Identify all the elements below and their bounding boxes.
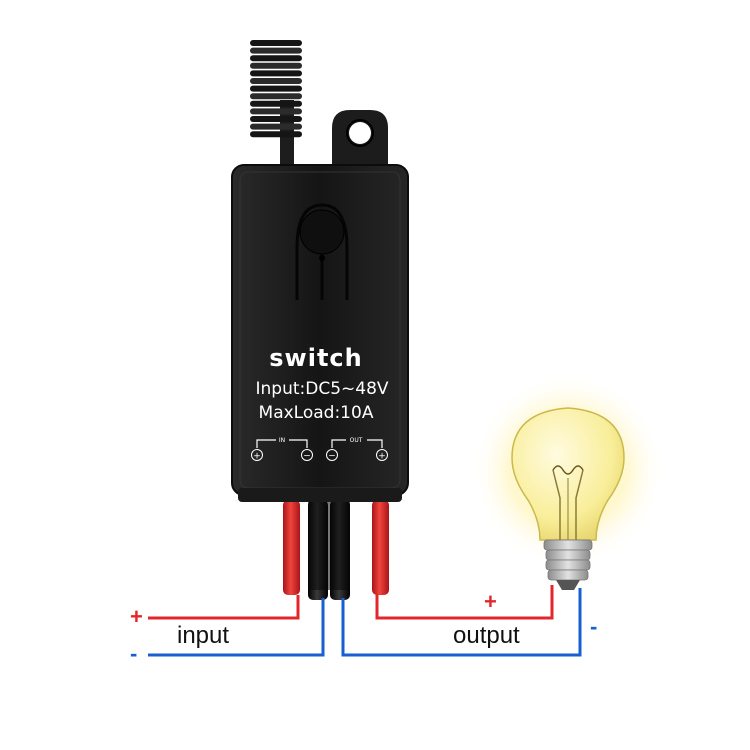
input-negative-wire bbox=[148, 598, 325, 657]
antenna-winding bbox=[250, 62, 302, 69]
output-plus-sign: + bbox=[484, 589, 497, 614]
terminal-in-plus: + bbox=[253, 452, 261, 462]
device-max-load: MaxLoad:10A bbox=[259, 403, 374, 423]
input-minus-sign: - bbox=[130, 641, 137, 666]
indicator-led-icon bbox=[295, 203, 349, 300]
terminal-in-minus: − bbox=[303, 452, 311, 462]
device-input-spec: Input:DC5~48V bbox=[255, 379, 388, 399]
antenna-winding bbox=[250, 123, 302, 130]
antenna-winding bbox=[250, 93, 302, 100]
antenna-winding bbox=[250, 70, 302, 77]
terminal-out-plus: + bbox=[378, 452, 386, 462]
in-label: IN bbox=[279, 437, 285, 444]
input-plus-sign: + bbox=[130, 604, 143, 629]
output-minus-sign: - bbox=[590, 614, 597, 639]
switch-device: switch Input:DC5~48V MaxLoad:10A IN OUT … bbox=[231, 164, 409, 502]
mounting-tab-icon bbox=[332, 110, 388, 170]
input-positive-wire bbox=[148, 595, 300, 620]
output-positive-wire bbox=[375, 585, 554, 620]
antenna-winding bbox=[250, 108, 302, 115]
device-title: switch bbox=[269, 344, 362, 372]
antenna-winding bbox=[250, 78, 302, 84]
light-bulb-icon bbox=[470, 372, 666, 590]
terminal-markers: + − − + bbox=[251, 449, 388, 462]
antenna-winding bbox=[250, 55, 302, 62]
wiring-lines bbox=[148, 585, 582, 657]
out-label: OUT bbox=[350, 437, 363, 444]
antenna-coil-icon bbox=[250, 40, 302, 170]
terminal-out-minus: − bbox=[328, 452, 336, 462]
antenna-winding bbox=[250, 85, 302, 92]
antenna-winding bbox=[250, 40, 302, 46]
terminal-brackets bbox=[256, 439, 383, 448]
antenna-winding bbox=[250, 116, 302, 122]
antenna-winding bbox=[250, 100, 302, 107]
antenna-winding bbox=[250, 131, 302, 138]
output-negative-wire bbox=[341, 588, 582, 657]
output-label: output bbox=[453, 622, 520, 649]
input-label: input bbox=[177, 622, 229, 649]
antenna-winding bbox=[250, 47, 302, 54]
device-wires bbox=[283, 500, 389, 600]
